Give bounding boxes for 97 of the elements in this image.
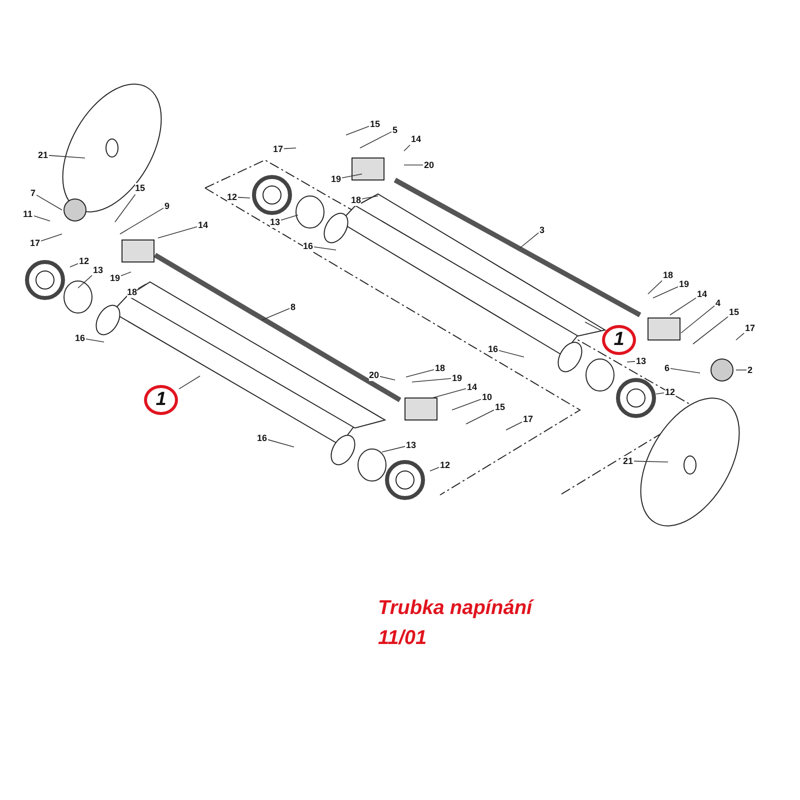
callout-number: 19 — [110, 272, 120, 284]
leader-line — [406, 369, 434, 378]
callout-number: 9 — [164, 200, 170, 212]
leader-line — [520, 232, 539, 248]
leader-line — [284, 148, 296, 150]
callout-number: 18 — [127, 286, 138, 298]
leader-line — [346, 126, 370, 136]
callout-number: 10 — [482, 392, 492, 402]
leader-line — [78, 275, 92, 288]
callout-number: 14 — [411, 134, 422, 144]
leader-line — [466, 410, 494, 424]
callout-number: 19 — [331, 174, 342, 184]
note-text: Trubka napínání — [378, 597, 532, 620]
callout-number: 7 — [30, 188, 36, 198]
callout-number: 4 — [716, 298, 721, 308]
callout-number: 16 — [257, 432, 268, 444]
callout-number: 20 — [424, 160, 434, 170]
leader-line — [452, 398, 482, 410]
callout-number: 13 — [636, 356, 646, 366]
leader-line — [404, 164, 424, 166]
callout-number: 11 — [23, 208, 33, 220]
callout-number: 14 — [198, 220, 208, 230]
leader-line — [506, 422, 522, 430]
leader-line — [86, 338, 104, 342]
leader-line — [120, 272, 132, 276]
callout-number: 16 — [303, 240, 314, 252]
callout-number: 16 — [488, 344, 498, 354]
callout-number: 19 — [452, 372, 462, 384]
callout-number: 12 — [665, 386, 676, 398]
leader-line — [268, 439, 294, 448]
callout-number: 13 — [270, 216, 280, 228]
callout-number: 6 — [664, 362, 670, 374]
callout-number: 13 — [406, 440, 416, 450]
callout-number: 15 — [370, 118, 380, 130]
leader-line — [238, 196, 250, 198]
leader-line — [412, 378, 452, 382]
callout-number: 2 — [748, 364, 753, 376]
callout-number: 14 — [467, 382, 478, 392]
leader-line — [736, 332, 744, 340]
callout-number: 18 — [663, 270, 674, 280]
callout-number: 18 — [351, 194, 362, 206]
callout-number: 16 — [75, 332, 86, 344]
leader-line — [34, 216, 50, 222]
leader-line — [138, 284, 146, 289]
leader-line — [584, 322, 602, 331]
callout-number: 14 — [697, 288, 708, 300]
callout-number: 13 — [93, 264, 104, 276]
leader-line — [178, 376, 200, 390]
leader-line — [362, 196, 378, 200]
leader-line — [498, 350, 524, 358]
leader-line — [692, 316, 728, 344]
leader-line — [280, 214, 298, 221]
leader-line — [382, 446, 406, 452]
callout-number: 21 — [38, 150, 48, 160]
leader-line — [652, 286, 678, 298]
leader-line — [404, 144, 410, 152]
callout-number: 5 — [392, 124, 398, 136]
leader-line — [656, 392, 664, 394]
callout-number: 8 — [290, 302, 296, 312]
leader-line — [342, 174, 362, 178]
leader-line — [634, 460, 668, 462]
callout-number: 12 — [227, 192, 238, 202]
leader-line — [626, 361, 636, 362]
leader-line — [114, 194, 136, 222]
callout-number: 15 — [495, 402, 506, 412]
callout-number: 15 — [729, 306, 740, 318]
leader-line — [670, 298, 696, 316]
callout-number: 17 — [523, 414, 534, 424]
leader-line — [314, 246, 336, 250]
leader-line — [432, 388, 466, 398]
callout-number: 18 — [435, 362, 446, 374]
callout-number: 20 — [369, 370, 380, 380]
callout-number: 12 — [440, 460, 450, 470]
leader-line — [360, 131, 392, 148]
callout-number: 19 — [679, 278, 690, 290]
callout-number: 21 — [623, 456, 634, 466]
callout-number: 17 — [273, 144, 284, 154]
leader-line — [262, 308, 290, 320]
leader-line — [48, 155, 86, 158]
callout-number: 3 — [540, 224, 545, 236]
callout-number: 17 — [745, 322, 756, 334]
leader-line — [648, 280, 662, 294]
leader-line — [70, 263, 78, 268]
circled-callout-number: 1 — [144, 385, 178, 415]
circled-callout-number: 1 — [602, 325, 636, 355]
leader-line — [120, 208, 164, 234]
callout-number: 12 — [79, 256, 90, 266]
leader-line — [380, 376, 396, 380]
callout-number: 15 — [135, 182, 146, 194]
leader-line — [158, 226, 198, 238]
leader-line — [680, 305, 715, 334]
leader-line — [430, 467, 440, 472]
leader-line — [40, 234, 62, 242]
leader-line — [36, 194, 62, 210]
leader-line — [670, 368, 700, 374]
callout-number: 17 — [30, 238, 40, 248]
note-text: 11/01 — [378, 627, 427, 650]
